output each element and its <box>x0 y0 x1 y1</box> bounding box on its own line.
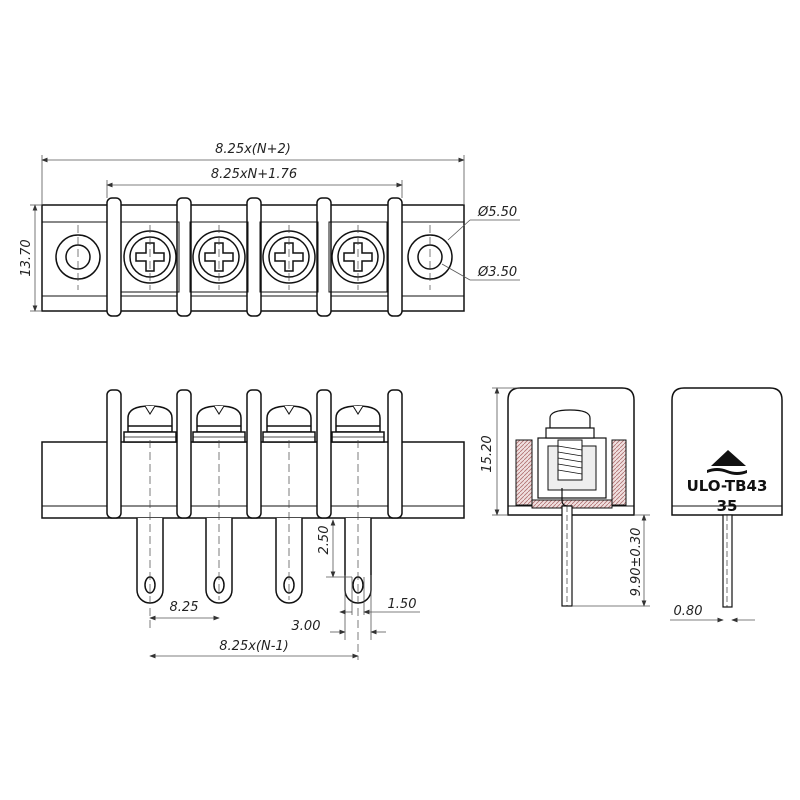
dim-height: 13.70 <box>19 239 34 276</box>
dim-overall-width: 8.25x(N+2) <box>215 142 291 157</box>
side-external-view <box>671 387 783 608</box>
top-view <box>41 197 465 317</box>
dim-side-height: 15.20 <box>480 435 495 472</box>
dim-pin-span: 8.25x(N-1) <box>219 639 288 654</box>
brand-logo-icon <box>707 450 747 475</box>
front-screws <box>123 405 385 443</box>
product-code: 35 <box>717 497 738 515</box>
side-section-view <box>507 387 635 607</box>
top-view-dimensions <box>30 155 520 312</box>
front-barriers <box>106 389 403 519</box>
front-view-dimensions <box>149 519 420 659</box>
dim-pitch: 8.25 <box>170 600 199 615</box>
top-barriers <box>106 197 403 317</box>
product-model: ULO-TB43 <box>687 477 768 495</box>
front-view <box>41 389 465 660</box>
dim-pin-thickness: 0.80 <box>674 604 703 619</box>
dim-outer-diameter: Ø5.50 <box>477 205 517 220</box>
dim-inner-width: 8.25xN+1.76 <box>211 167 297 182</box>
front-pins <box>136 518 372 604</box>
dim-pin-offset: 2.50 <box>317 526 332 555</box>
side-view-dimensions <box>492 387 650 607</box>
dim-pin-slot: 1.50 <box>388 597 417 612</box>
dim-pin-length: 9.90±0.30 <box>629 528 644 597</box>
dim-inner-diameter: Ø3.50 <box>477 265 517 280</box>
dim-pin-width: 3.00 <box>292 619 321 634</box>
